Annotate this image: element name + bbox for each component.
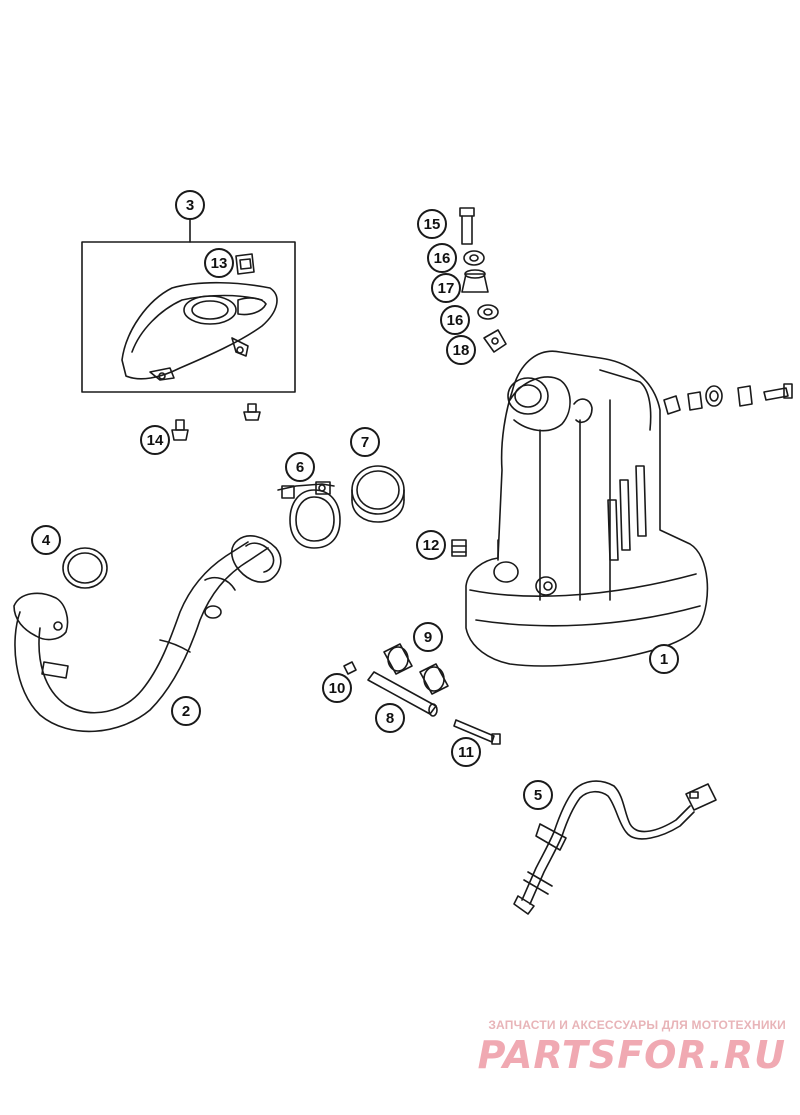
callout-9[interactable]: 9 [413,622,443,652]
callout-10[interactable]: 10 [322,673,352,703]
bolt-11[interactable] [453,719,501,745]
heat-shield-bolt-left[interactable] [171,419,189,441]
rubber-bushing-left[interactable] [383,643,413,675]
bracket-nut-18[interactable] [483,329,507,353]
nut-10[interactable] [343,661,357,675]
callout-16-bottom[interactable]: 16 [440,305,470,335]
washer-16-top[interactable] [463,250,485,266]
exhaust-header-pipe[interactable] [13,535,282,733]
callout-3[interactable]: 3 [175,190,205,220]
watermark-tagline: ЗАПЧАСТИ И АКСЕССУАРЫ ДЛЯ МОТОТЕХНИКИ [488,1018,786,1032]
spacer-tube[interactable] [367,671,438,717]
callout-5[interactable]: 5 [523,780,553,810]
heat-shield-group-box [81,219,296,393]
watermark-logo: PARTSFOR.RU [477,1033,786,1077]
washer-16-bottom[interactable] [477,304,499,320]
lambda-sensor[interactable] [513,780,717,915]
callout-14[interactable]: 14 [140,425,170,455]
callout-15[interactable]: 15 [417,209,447,239]
callout-12[interactable]: 12 [416,530,446,560]
callout-18[interactable]: 18 [446,335,476,365]
callout-4[interactable]: 4 [31,525,61,555]
heat-shield[interactable] [121,281,278,381]
callout-11[interactable]: 11 [451,737,481,767]
exhaust-sealing-ring[interactable] [351,465,405,523]
callout-16-top[interactable]: 16 [427,243,457,273]
mounting-bolt-15[interactable] [459,207,475,245]
callout-13[interactable]: 13 [204,248,234,278]
muffler[interactable] [465,350,709,667]
callout-17[interactable]: 17 [431,273,461,303]
callout-6[interactable]: 6 [285,452,315,482]
muffler-side-fasteners[interactable] [663,383,793,415]
heat-shield-bolt-right[interactable] [243,403,261,421]
callout-1[interactable]: 1 [649,644,679,674]
header-gasket[interactable] [62,547,108,589]
rubber-bushing-right[interactable] [419,663,449,695]
clip-nut[interactable] [235,253,255,275]
callout-2[interactable]: 2 [171,696,201,726]
rubber-grommet-12[interactable] [451,539,467,557]
rubber-grommet-17[interactable] [461,269,489,293]
callout-7[interactable]: 7 [350,427,380,457]
callout-8[interactable]: 8 [375,703,405,733]
watermark: ЗАПЧАСТИ И АКСЕССУАРЫ ДЛЯ МОТОТЕХНИКИ PA… [478,1018,786,1074]
exhaust-clamp[interactable] [277,481,341,549]
